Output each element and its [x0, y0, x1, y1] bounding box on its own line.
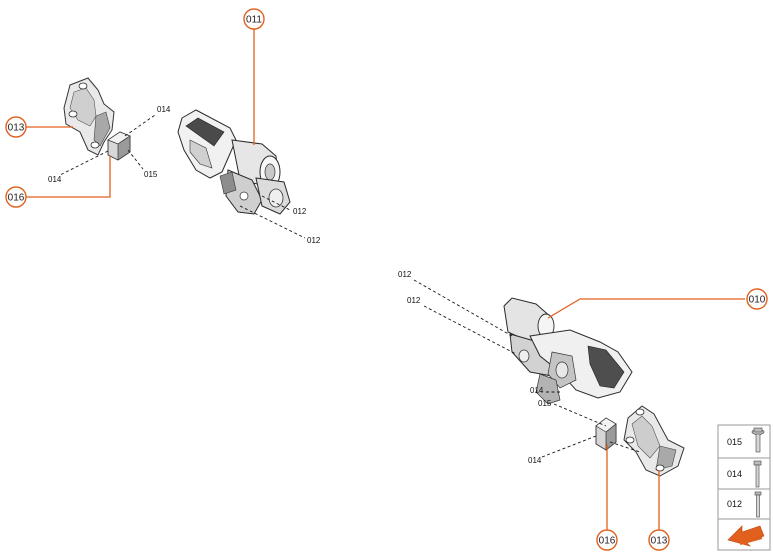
- orange-arrow-icon[interactable]: [727, 525, 765, 547]
- label-left-014-b: 014: [48, 175, 62, 184]
- right-motor: [503, 297, 633, 405]
- left-callout-leaders: [25, 29, 255, 198]
- label-right-014-b: 014: [528, 456, 542, 465]
- svg-text:014: 014: [727, 469, 742, 479]
- left-assembly: [25, 29, 306, 239]
- svg-text:010: 010: [749, 295, 766, 306]
- left-dashed-lines: [59, 114, 306, 239]
- svg-text:013: 013: [8, 123, 25, 134]
- flange-bolt-icon: [751, 427, 765, 453]
- label-right-012-b: 012: [407, 296, 421, 305]
- fastener-legend: 015 014 012: [717, 424, 771, 551]
- callout-011[interactable]: 011: [243, 8, 265, 30]
- svg-text:012: 012: [727, 499, 742, 509]
- callout-010[interactable]: 010: [746, 288, 768, 310]
- label-left-012-a: 012: [293, 207, 307, 216]
- svg-text:013: 013: [651, 536, 668, 547]
- right-clip: [595, 417, 617, 451]
- left-bracket: [63, 77, 115, 156]
- label-right-012-a: 012: [398, 270, 412, 279]
- right-assembly: [413, 279, 745, 530]
- legend-row-014: 014: [727, 460, 762, 488]
- svg-text:016: 016: [8, 193, 25, 204]
- callout-013-left[interactable]: 013: [5, 116, 27, 138]
- svg-text:011: 011: [246, 15, 262, 26]
- right-callout-leaders: [547, 298, 745, 530]
- left-motor: [177, 109, 291, 215]
- label-left-015: 015: [144, 170, 158, 179]
- right-bracket: [623, 405, 685, 477]
- svg-text:016: 016: [599, 536, 616, 547]
- left-clip: [107, 131, 131, 161]
- screw-icon: [754, 491, 762, 518]
- callout-016-right[interactable]: 016: [596, 529, 618, 551]
- legend-row-015: 015: [727, 427, 765, 453]
- label-right-015: 015: [538, 399, 552, 408]
- label-left-012-b: 012: [307, 236, 321, 245]
- legend-row-012: 012: [727, 491, 762, 518]
- right-dashed-lines: [413, 279, 641, 458]
- label-left-014-a: 014: [157, 105, 171, 114]
- label-right-014-a: 014: [530, 386, 544, 395]
- svg-text:015: 015: [727, 437, 742, 447]
- long-bolt-icon: [753, 460, 762, 488]
- callout-013-right[interactable]: 013: [648, 529, 670, 551]
- callout-016-left[interactable]: 016: [5, 186, 27, 208]
